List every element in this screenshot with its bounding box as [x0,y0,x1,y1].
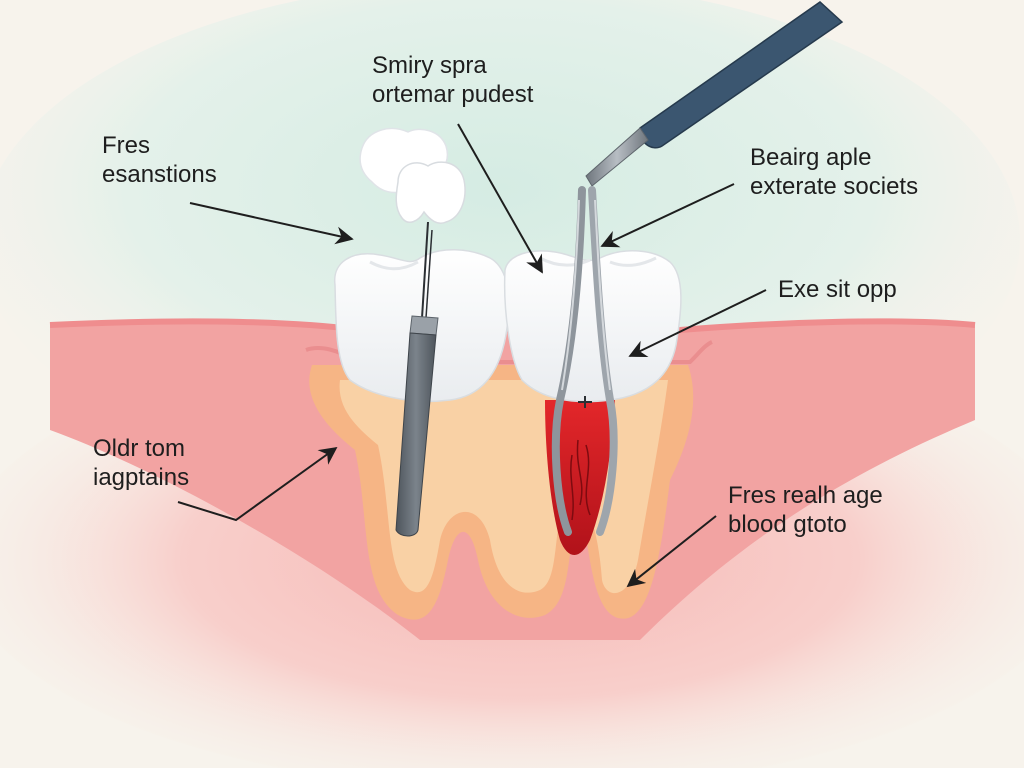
label-bottom-left-line2: iagptains [93,464,190,491]
arrow-mid-right [628,289,767,358]
arrow-top-center [457,123,543,274]
callout-arrows [177,123,767,588]
probe-wire [421,221,429,319]
forceps-arm-left [551,186,586,536]
pulp-veins [570,439,591,521]
label-top-left-line2: esanstions [102,161,217,188]
label-top-center-line1: Smiry spra [372,52,487,79]
arrow-top-left [189,202,354,245]
forceps-pin [578,396,592,408]
label-bottom-right-line1: Fres realh age [728,482,883,509]
label-top-center: Smiry spra ortemar pudest [372,51,533,109]
probe-collar [409,315,439,336]
label-top-left-line1: Fres [102,132,150,159]
label-mid-right: Exe sit opp [778,275,897,304]
label-bottom-right: Fres realh age blood gtoto [728,481,883,539]
label-top-center-line2: ortemar pudest [372,81,534,108]
label-top-right-line1: Beairg aple [750,144,872,171]
probe-wire-2 [425,229,433,319]
label-mid-right-line1: Exe sit opp [778,276,897,303]
probe-handle [395,332,437,537]
label-bottom-left-line1: Oldr tom [93,435,186,462]
arrow-bottom-right [626,515,717,588]
label-top-left: Fres esanstions [102,131,217,189]
label-top-right: Beairg aple exterate societs [750,143,918,201]
crown-cusp-shadow [369,256,657,271]
tooth-crown-right [503,250,682,403]
arrow-top-right [600,183,735,248]
label-bottom-right-line2: blood gtoto [728,511,847,538]
label-bottom-left: Oldr tom iagptains [93,434,189,492]
forceps-arm-right [588,186,618,536]
forceps-shaft [585,127,649,187]
arrow-bottom-left [177,446,338,522]
label-top-right-line2: exterate societs [750,173,919,200]
forceps-tip-highlight [561,199,611,391]
floating-tooth-front [395,161,466,224]
